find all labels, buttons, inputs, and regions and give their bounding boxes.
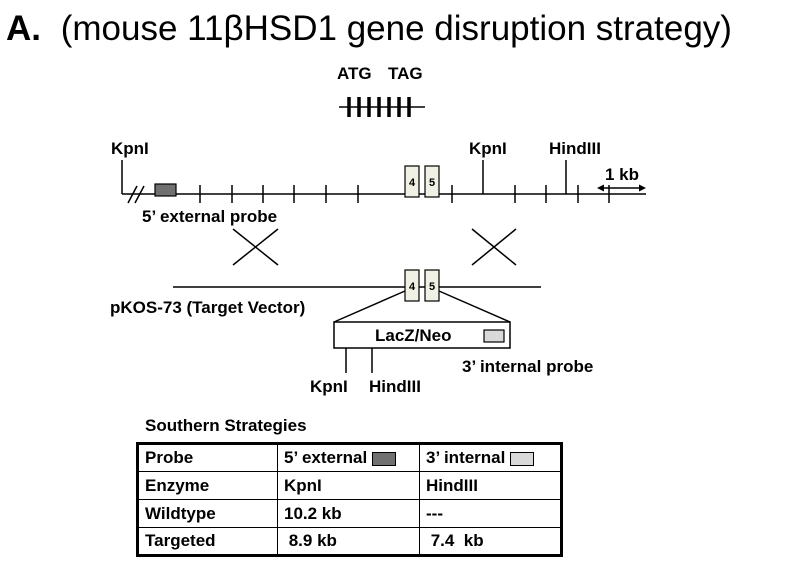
table-row: Enzyme KpnI HindIII (137, 471, 562, 500)
vector-name-label: pKOS-73 (Target Vector) (110, 298, 305, 317)
cassette-label: LacZ/Neo (375, 326, 452, 345)
hindiii-label: HindIII (549, 139, 601, 158)
table-cell: 8.9 kb (277, 527, 420, 556)
vector-exon-5: 5 (424, 269, 440, 302)
table-cell: 10.2 kb (277, 499, 420, 528)
scale-bar-label: 1 kb (605, 165, 639, 184)
wildtype-exon-5: 5 (424, 165, 440, 198)
scale-bar: 1 kb (597, 165, 646, 192)
external-probe-marker (154, 183, 177, 197)
figure-title-text: (mouse 11βHSD1 gene disruption strategy) (61, 9, 732, 48)
internal-probe-label: 3’ internal probe (462, 357, 593, 376)
vector-hindiii-label: HindIII (369, 377, 421, 396)
stop-codon-label: TAG (388, 64, 423, 83)
lacz-neo-cassette (333, 321, 511, 349)
table-cell: HindIII (419, 471, 562, 500)
wildtype-exon-4: 4 (404, 165, 420, 198)
table-cell: KpnI (277, 471, 420, 500)
vector-kpni-label: KpnI (310, 377, 348, 396)
cassette-guide-left (333, 290, 406, 323)
wildtype-locus: KpnI 5’ external probe 4 5 KpnI Hin (111, 139, 646, 226)
kpni-left-label: KpnI (111, 139, 149, 158)
recombination-cross-right (471, 228, 517, 266)
locus-ticks (199, 185, 610, 203)
southern-strategies-table: Probe 5’ external 3’ internal Enzyme Kpn… (136, 442, 563, 557)
kpni-mid-label: KpnI (469, 139, 507, 158)
gene-structure: ATG TAG (337, 64, 425, 117)
table-cell: Targeted (137, 527, 278, 556)
figure-title: A. (mouse 11βHSD1 gene disruption strate… (6, 9, 732, 48)
target-vector: 4 5 pKOS-73 (Target Vector) LacZ/Neo Kpn… (110, 269, 593, 396)
table-row: Wildtype 10.2 kb --- (137, 499, 562, 528)
exon-5-label: 5 (429, 177, 435, 189)
internal-probe-marker (483, 329, 505, 343)
table-cell: --- (419, 499, 562, 528)
gene-exon-ticks (347, 97, 411, 117)
table-cell: 7.4 kb (419, 527, 562, 556)
start-codon-label: ATG (337, 64, 372, 83)
recombination-cross-left (232, 228, 279, 266)
table-cell: 5’ external (277, 443, 420, 472)
exon-4-label: 4 (409, 177, 416, 189)
table-cell: Wildtype (137, 499, 278, 528)
vector-exon-4-label: 4 (409, 281, 416, 293)
external-probe-label: 5’ external probe (142, 207, 277, 226)
table-cell-text: 3’ internal (426, 448, 506, 467)
table-cell-text: 5’ external (284, 448, 368, 467)
southern-title: Southern Strategies (145, 416, 307, 435)
table-cell: Probe (137, 443, 278, 472)
locus-break-marks (127, 185, 145, 204)
cassette-guide-right (438, 290, 511, 323)
external-probe-swatch (372, 451, 397, 466)
table-row: Probe 5’ external 3’ internal (137, 443, 562, 472)
table-cell: Enzyme (137, 471, 278, 500)
figure-panel-letter: A. (6, 9, 41, 48)
table-row: Targeted 8.9 kb 7.4 kb (137, 527, 562, 556)
table-cell: 3’ internal (419, 443, 562, 472)
vector-exon-5-label: 5 (429, 281, 435, 293)
vector-exon-4: 4 (404, 269, 420, 302)
internal-probe-swatch (510, 451, 535, 466)
